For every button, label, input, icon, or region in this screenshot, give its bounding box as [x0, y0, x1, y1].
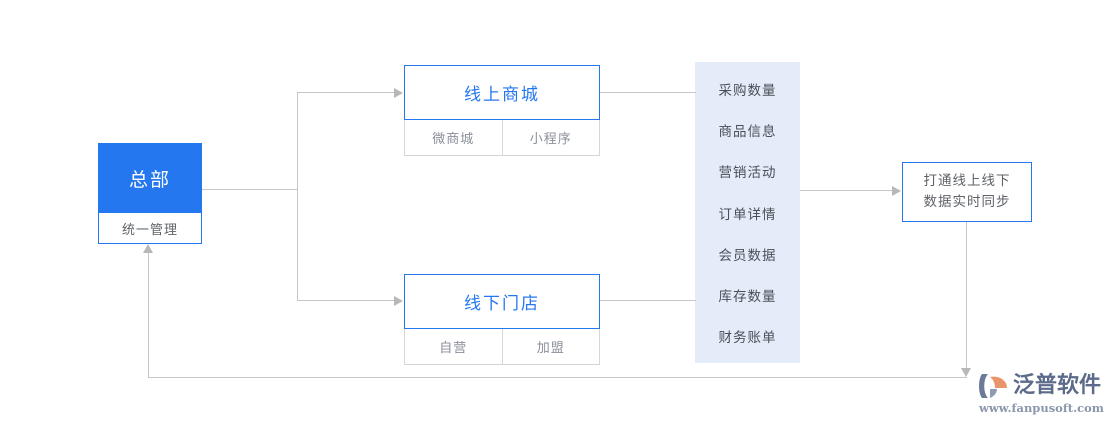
node-headquarters-label: 总部 — [128, 168, 171, 191]
node-result-line1: 打通线上线下 — [923, 173, 1011, 189]
node-offline-store-child-franchise[interactable]: 加盟 — [501, 329, 600, 364]
node-offline-store-child-franchise-label: 加盟 — [536, 341, 565, 356]
data-panel: 采购数量 商品信息 营销活动 订单详情 会员数据 库存数量 财务账单 — [695, 62, 800, 363]
arrow-feedback-up-icon — [143, 244, 153, 253]
connector-panel-to-result — [800, 190, 895, 191]
data-panel-item[interactable]: 会员数据 — [695, 233, 800, 274]
node-offline-store-child-self-operated-label: 自营 — [439, 341, 468, 356]
node-online-mall-label: 线上商城 — [464, 85, 540, 105]
data-panel-item-label: 订单详情 — [718, 206, 777, 223]
connector-feedback-up — [148, 250, 149, 378]
node-offline-store[interactable]: 线下门店 — [404, 274, 600, 329]
data-panel-item[interactable]: 库存数量 — [695, 274, 800, 315]
data-panel-item-label: 营销活动 — [718, 165, 777, 182]
node-headquarters-subtitle-label: 统一管理 — [121, 222, 178, 238]
watermark-brand: 泛普软件 — [1013, 372, 1102, 398]
watermark-url: www.fanpusoft.com — [979, 400, 1104, 415]
node-online-mall-child-wechat-mall[interactable]: 微商城 — [405, 120, 502, 155]
data-panel-item[interactable]: 财务账单 — [695, 316, 800, 357]
data-panel-item-label: 采购数量 — [718, 82, 777, 99]
data-panel-item[interactable]: 商品信息 — [695, 109, 800, 150]
connector-feedback-bottom — [148, 377, 967, 378]
node-online-mall[interactable]: 线上商城 — [404, 65, 600, 120]
node-online-mall-child-mini-program-label: 小程序 — [529, 132, 572, 147]
arrow-to-offline-icon — [394, 296, 403, 306]
data-panel-item-label: 商品信息 — [718, 123, 777, 140]
connector-offline-to-panel — [600, 300, 696, 301]
data-panel-item-label: 财务账单 — [718, 330, 777, 347]
arrow-feedback-down-icon — [961, 368, 971, 377]
connector-online-to-panel — [600, 92, 696, 93]
data-panel-item[interactable]: 采购数量 — [695, 68, 800, 109]
fanpu-logo-icon — [978, 372, 1010, 400]
data-panel-item-label: 库存数量 — [718, 289, 777, 306]
node-headquarters[interactable]: 总部 — [98, 143, 202, 213]
connector-split-vertical — [297, 92, 298, 300]
connector-split-to-online — [297, 92, 395, 93]
watermark-logo-row: 泛普软件 — [978, 372, 1101, 400]
connector-result-down — [966, 222, 967, 371]
data-panel-item-label: 会员数据 — [718, 247, 777, 264]
node-result[interactable]: 打通线上线下 数据实时同步 — [902, 162, 1032, 222]
node-offline-store-label: 线下门店 — [464, 294, 540, 314]
node-online-mall-child-mini-program[interactable]: 小程序 — [501, 120, 600, 155]
node-online-mall-children: 微商城 小程序 — [404, 120, 600, 156]
node-online-mall-child-wechat-mall-label: 微商城 — [432, 132, 475, 147]
node-offline-store-children: 自营 加盟 — [404, 329, 600, 365]
arrow-to-result-icon — [892, 186, 901, 196]
connector-hq-to-split — [202, 189, 298, 190]
arrow-to-online-icon — [394, 88, 403, 98]
node-headquarters-subtitle[interactable]: 统一管理 — [98, 212, 202, 244]
watermark-logo: 泛普软件 www.fanpusoft.com — [978, 368, 1104, 418]
data-panel-item[interactable]: 营销活动 — [695, 151, 800, 192]
data-panel-item[interactable]: 订单详情 — [695, 192, 800, 233]
node-offline-store-child-self-operated[interactable]: 自营 — [405, 329, 502, 364]
node-result-line2: 数据实时同步 — [923, 194, 1011, 210]
connector-split-to-offline — [297, 300, 395, 301]
